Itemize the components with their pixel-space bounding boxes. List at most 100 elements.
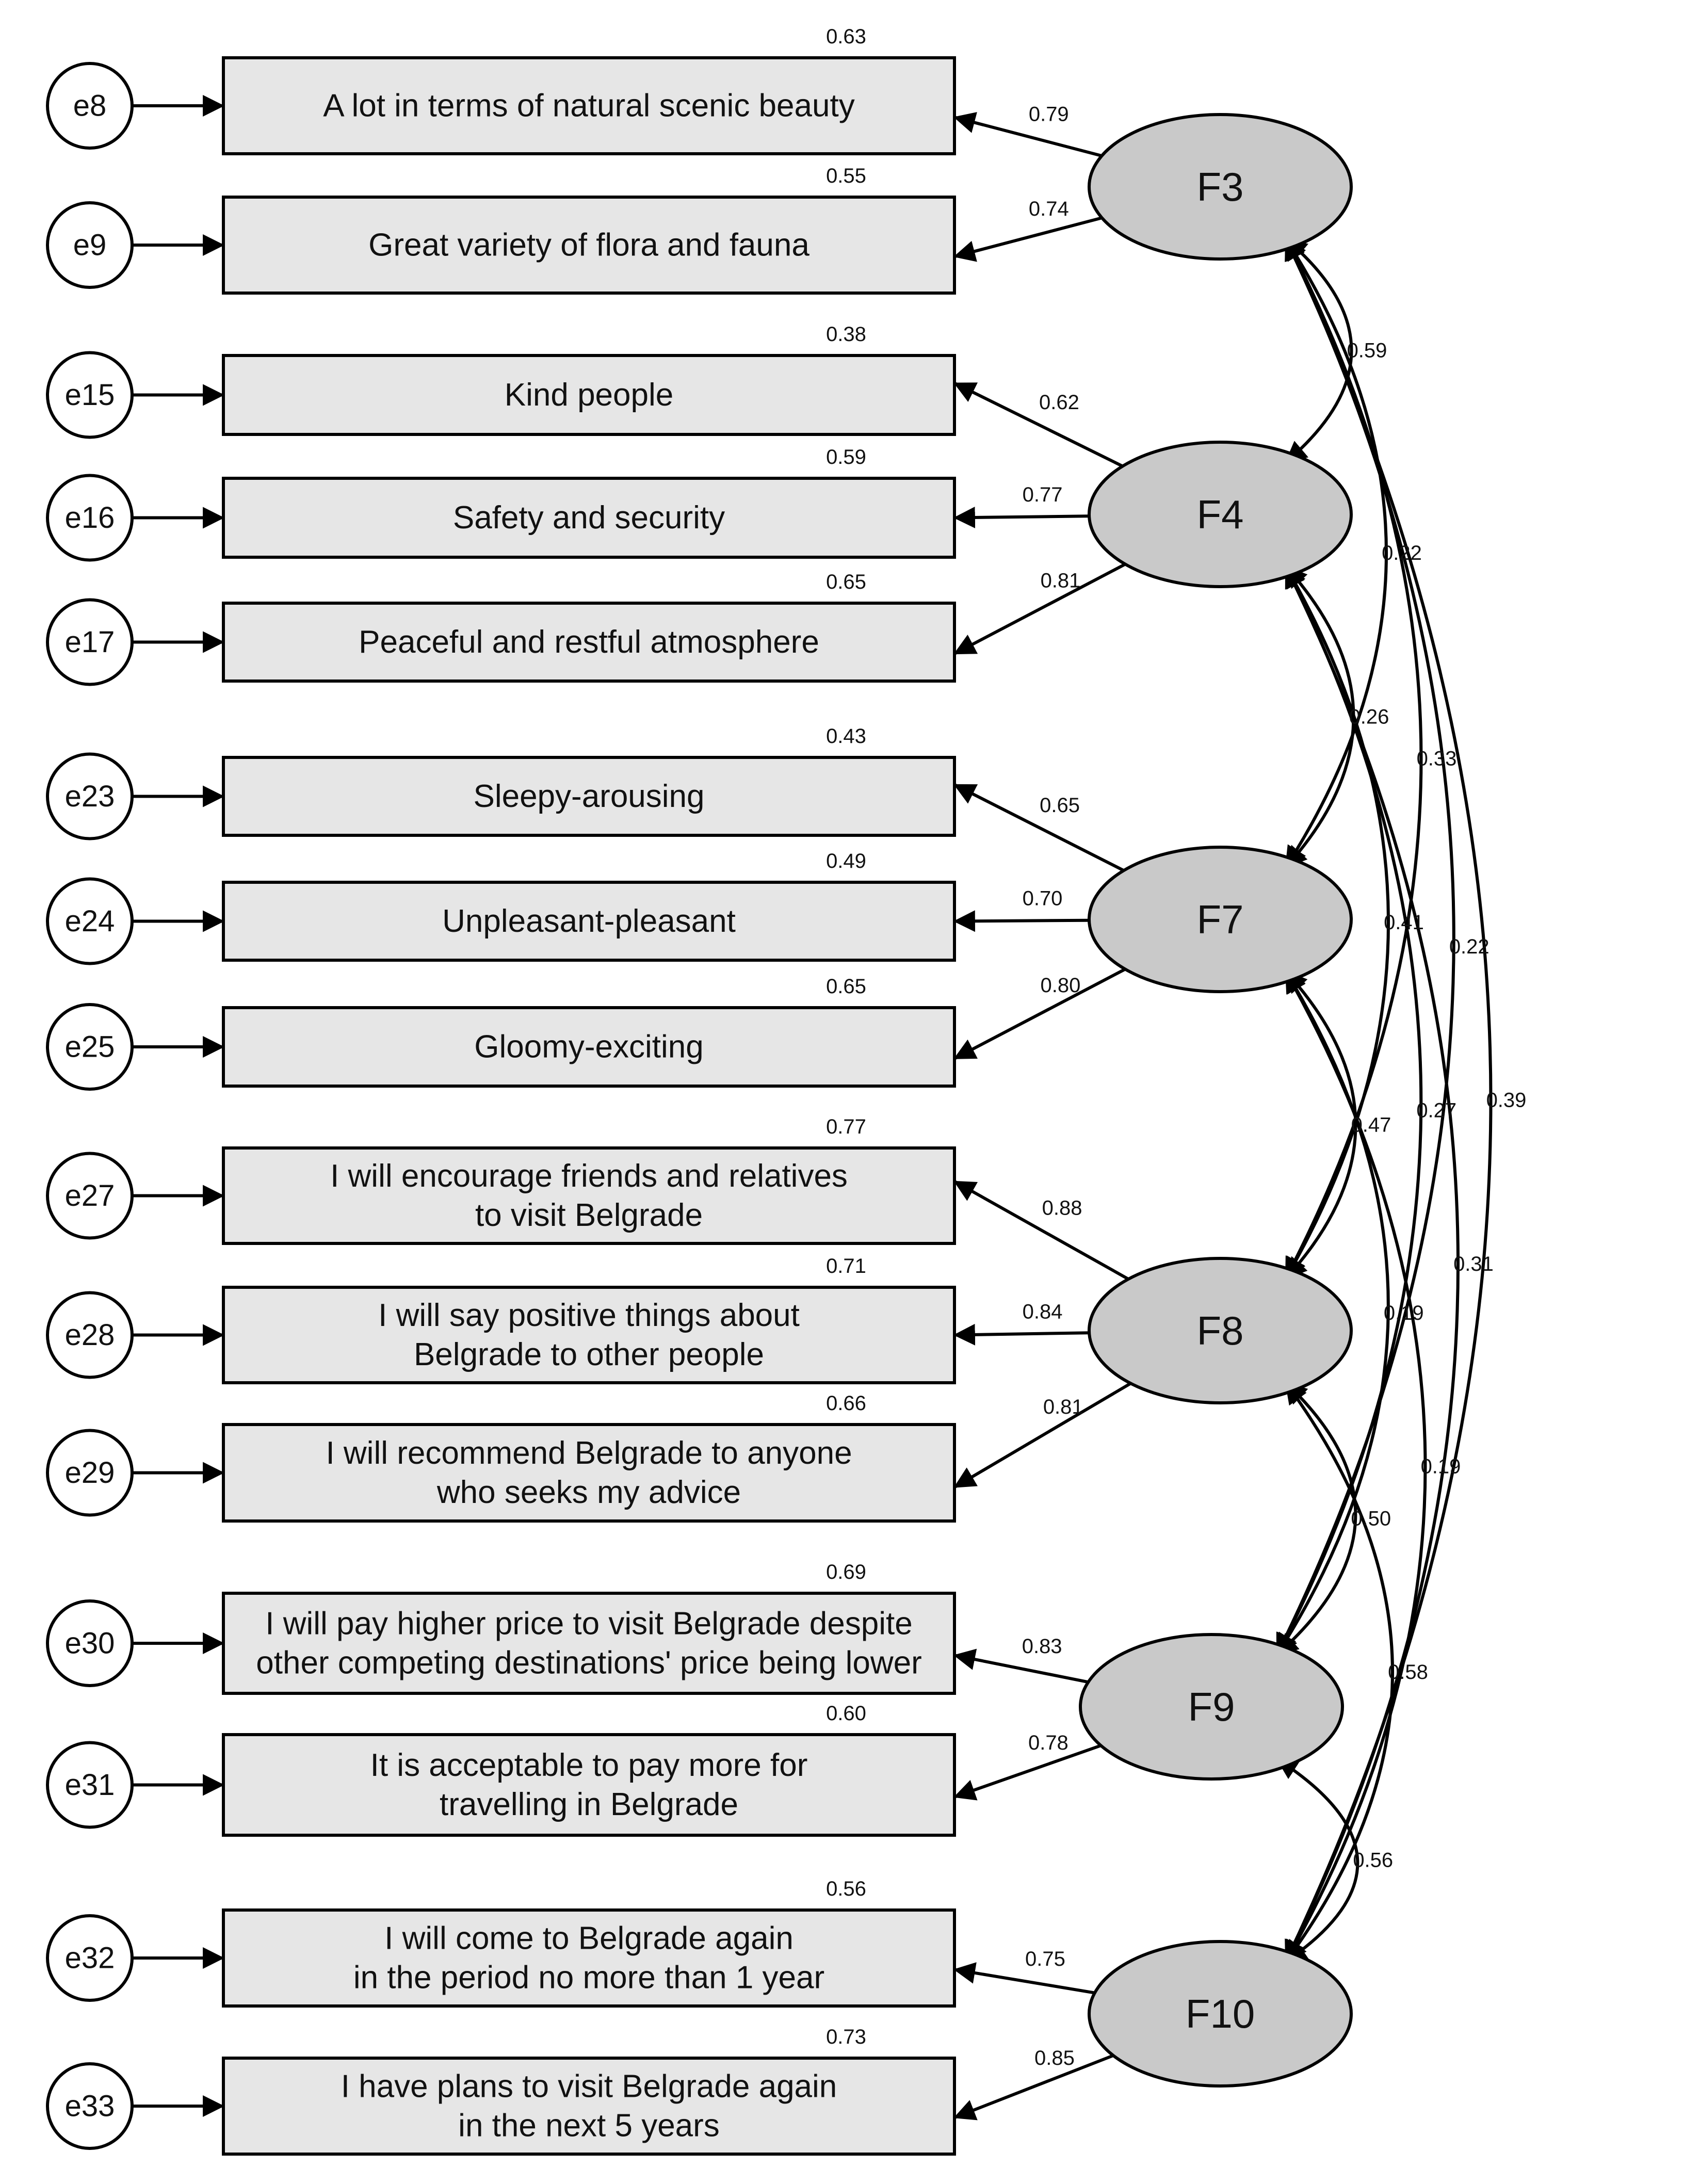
covariance-curve — [1284, 970, 1427, 1963]
factor-loading-value: 0.88 — [1042, 1196, 1082, 1219]
error-term-e8 — [46, 62, 134, 150]
error-term-label: e28 — [65, 1318, 115, 1352]
loading-arrow — [953, 967, 1126, 1060]
loading-arrow — [953, 506, 1090, 528]
indicator-label: Great variety of flora and fauna — [368, 228, 809, 263]
squared-multiple-correlation: 0.59 — [826, 446, 866, 468]
error-term-e30 — [46, 1599, 134, 1687]
indicator-label: in the next 5 years — [458, 2108, 720, 2144]
indicator-label: Unpleasant-pleasant — [442, 903, 736, 939]
indicator-box — [222, 1908, 956, 2008]
covariance-curve — [1284, 970, 1357, 1280]
factor-ellipse-f10 — [1088, 1940, 1353, 2088]
error-term-e9 — [46, 201, 134, 289]
factor-loading-value: 0.78 — [1028, 1732, 1068, 1754]
covariance-value: 0.22 — [1382, 542, 1422, 564]
indicator-box — [222, 881, 956, 962]
error-term-e17 — [46, 598, 134, 686]
indicator-box — [222, 1423, 956, 1523]
error-term-label: e23 — [65, 780, 115, 813]
squared-multiple-correlation: 0.49 — [826, 850, 866, 872]
factor-loading-value: 0.81 — [1043, 1396, 1083, 1418]
indicator-label: Peaceful and restful atmosphere — [359, 624, 819, 660]
error-term-label: e24 — [65, 904, 115, 938]
covariance-value: 0.39 — [1486, 1089, 1527, 1112]
factor-loading-value: 0.62 — [1039, 391, 1079, 414]
indicator-box — [222, 354, 956, 436]
covariance-value: 0.19 — [1421, 1455, 1461, 1478]
factor-ellipse-f8 — [1088, 1257, 1353, 1404]
factor-ellipse-f3 — [1088, 113, 1353, 261]
loading-arrow — [953, 1180, 1129, 1281]
indicator-box — [222, 756, 956, 837]
factor-label: F8 — [1196, 1308, 1243, 1353]
squared-multiple-correlation: 0.55 — [826, 165, 866, 187]
indicator-label: Gloomy-exciting — [474, 1029, 703, 1065]
indicator-label: I will come to Belgrade again — [384, 1921, 794, 1956]
factor-label: F7 — [1196, 897, 1243, 942]
indicator-box — [222, 1592, 956, 1695]
factor-loading-value: 0.81 — [1041, 569, 1081, 592]
error-term-label: e31 — [65, 1768, 115, 1802]
loading-arrow — [953, 1744, 1102, 1801]
loading-arrow — [953, 562, 1126, 655]
covariance-value: 0.41 — [1384, 911, 1424, 934]
covariance-value: 0.27 — [1416, 1099, 1456, 1122]
indicator-box — [222, 1146, 956, 1245]
factor-loading-value: 0.85 — [1034, 2047, 1075, 2069]
covariance-value: 0.31 — [1453, 1253, 1494, 1275]
factor-ellipse-f7 — [1088, 846, 1353, 993]
indicator-label: A lot in terms of natural scenic beauty — [323, 88, 854, 124]
indicator-box — [222, 196, 956, 295]
indicator-box — [222, 1006, 956, 1088]
squared-multiple-correlation: 0.66 — [826, 1392, 866, 1415]
loading-arrow — [953, 783, 1125, 872]
error-term-label: e8 — [73, 89, 107, 123]
factor-loading-value: 0.77 — [1023, 483, 1063, 506]
error-term-e33 — [46, 2062, 134, 2150]
error-term-e24 — [46, 877, 134, 965]
loading-arrow — [953, 1648, 1089, 1684]
factor-loading-value: 0.75 — [1025, 1948, 1065, 1970]
loading-arrow — [953, 2054, 1114, 2121]
loading-arrow — [953, 1323, 1090, 1346]
indicator-label: I will encourage friends and relatives — [330, 1158, 848, 1194]
indicator-label: other competing destinations' price bein… — [256, 1645, 921, 1681]
covariance-curve — [1276, 1381, 1357, 1656]
factor-loading-value: 0.79 — [1029, 103, 1069, 126]
error-term-label: e30 — [65, 1627, 115, 1660]
factor-loading-value: 0.83 — [1022, 1635, 1062, 1658]
error-term-e32 — [46, 1914, 134, 2002]
factor-label: F10 — [1186, 1991, 1255, 2036]
factor-loading-value: 0.80 — [1041, 974, 1081, 997]
indicator-label: I have plans to visit Belgrade again — [341, 2069, 837, 2105]
indicator-box — [222, 1286, 956, 1384]
factor-loading-value: 0.70 — [1023, 887, 1063, 910]
error-term-label: e15 — [65, 378, 115, 412]
covariance-curve — [1284, 565, 1390, 1280]
indicator-label: to visit Belgrade — [475, 1198, 703, 1233]
covariance-value: 0.50 — [1351, 1508, 1391, 1530]
covariance-curve — [1284, 1382, 1394, 1963]
error-term-e29 — [46, 1429, 134, 1517]
squared-multiple-correlation: 0.43 — [826, 725, 866, 748]
loading-arrow — [953, 1962, 1095, 1995]
label-layer: e8 A lot in terms of natural scenic beaut… — [65, 25, 1527, 2144]
factor-label: F4 — [1196, 492, 1243, 537]
indicator-box — [222, 1733, 956, 1837]
error-term-e23 — [46, 752, 134, 840]
indicator-label: in the period no more than 1 year — [353, 1960, 824, 1996]
indicator-label: travelling in Belgrade — [440, 1787, 738, 1822]
squared-multiple-correlation: 0.73 — [826, 2026, 866, 2048]
indicator-label: I will pay higher price to visit Belgrad… — [265, 1606, 912, 1642]
indicator-label: Sleepy-arousing — [473, 779, 704, 814]
loading-arrow — [953, 1382, 1132, 1489]
factor-label: F9 — [1188, 1684, 1235, 1729]
squared-multiple-correlation: 0.60 — [826, 1702, 866, 1725]
squared-multiple-correlation: 0.71 — [826, 1255, 866, 1277]
node-layer — [46, 56, 1353, 2156]
factor-loading-value: 0.65 — [1040, 794, 1080, 817]
error-term-e31 — [46, 1741, 134, 1829]
indicator-box — [222, 2057, 956, 2156]
